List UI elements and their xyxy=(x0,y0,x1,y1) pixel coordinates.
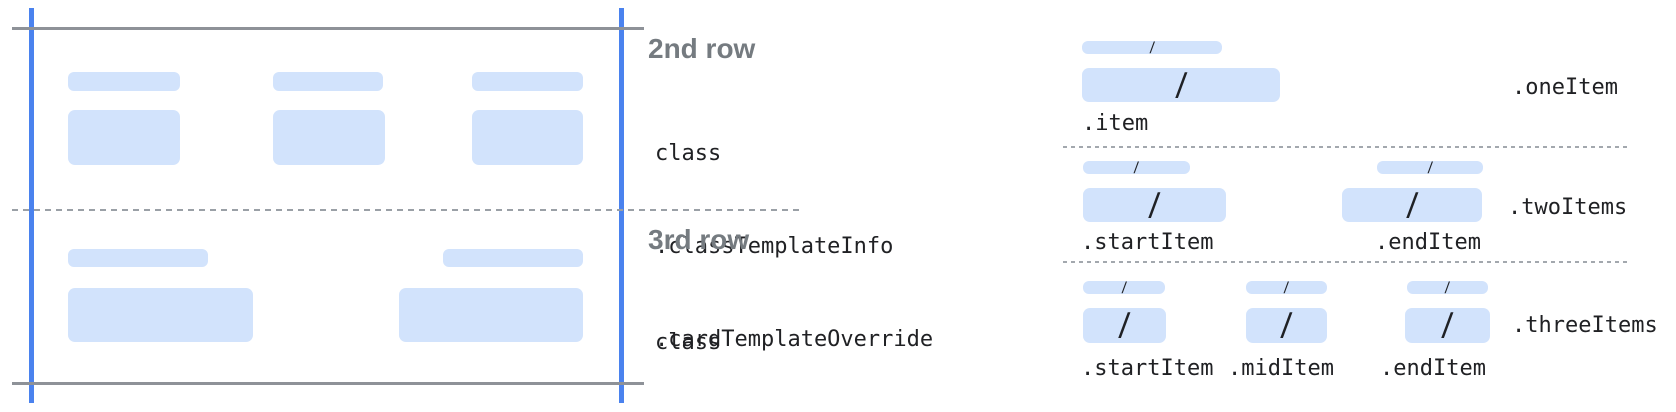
row3-end-item-body-block xyxy=(399,288,583,342)
row3-start-item-title-bar xyxy=(68,249,208,267)
row3-end-item-title-bar xyxy=(443,249,583,267)
slash-icon: / xyxy=(1148,39,1156,56)
row2-mid-item-title-bar xyxy=(273,72,383,91)
threeitems-mid-title-bar: / xyxy=(1246,279,1327,296)
twoitems-start-body-bar: / xyxy=(1083,188,1226,222)
oneitem-name-label: .oneItem xyxy=(1512,75,1618,100)
row2-code-path: class .classTemplateInfo .cardTemplateOv… xyxy=(655,76,973,412)
twoitems-end-title-bar: / xyxy=(1377,159,1483,176)
twoitems-end-body-bar: / xyxy=(1342,188,1482,222)
row2-start-item-body-block xyxy=(68,110,180,165)
oneitem-item-title-bar: / xyxy=(1082,39,1222,56)
legend-divider-dashed-line xyxy=(1063,146,1628,148)
card-bottom-edge-line xyxy=(12,382,644,385)
threeitems-name-label: .threeItems xyxy=(1512,313,1658,338)
threeitems-end-label: .endItem xyxy=(1380,356,1486,381)
row3-start-item-body-block xyxy=(68,288,253,342)
slash-icon: / xyxy=(1404,186,1420,223)
slash-icon: / xyxy=(1283,279,1290,296)
row2-heading: 2nd row xyxy=(648,33,756,64)
slash-icon: / xyxy=(1440,307,1455,343)
row2-mid-item-body-block xyxy=(273,110,385,165)
threeitems-end-title-bar: / xyxy=(1407,279,1488,296)
threeitems-mid-body-bar: / xyxy=(1246,308,1327,343)
slash-icon: / xyxy=(1279,307,1294,343)
slash-icon: / xyxy=(1117,307,1132,343)
legend-divider-dashed-line xyxy=(1063,261,1628,263)
row3-code-path: class .classTemplateInfo .cardTemplateOv… xyxy=(655,265,973,412)
card-right-edge-line xyxy=(619,8,624,403)
row3-heading: 3rd row xyxy=(648,224,750,255)
slash-icon: / xyxy=(1147,186,1162,223)
twoitems-start-label: .startItem xyxy=(1081,230,1214,255)
card-left-edge-line xyxy=(29,8,34,403)
row-divider-dashed-line xyxy=(12,209,804,211)
row2-end-item-title-bar xyxy=(472,72,583,91)
slash-icon: / xyxy=(1133,159,1140,176)
slash-icon: / xyxy=(1173,66,1189,103)
twoitems-name-label: .twoItems xyxy=(1508,195,1628,220)
twoitems-start-title-bar: / xyxy=(1083,159,1190,176)
row3-code-line: class xyxy=(655,330,722,355)
row2-end-item-body-block xyxy=(472,110,583,165)
oneitem-item-body-bar: / xyxy=(1082,68,1280,102)
slash-icon: / xyxy=(1426,159,1434,176)
row2-code-line: .cardTemplateOverride xyxy=(655,327,934,352)
slash-icon: / xyxy=(1444,279,1451,296)
twoitems-end-label: .endItem xyxy=(1375,230,1481,255)
row2-code-line: class xyxy=(655,141,722,166)
row2-code-line: .classTemplateInfo xyxy=(655,234,894,259)
threeitems-start-label: .startItem xyxy=(1081,356,1214,381)
threeitems-start-body-bar: / xyxy=(1083,308,1166,343)
threeitems-end-body-bar: / xyxy=(1405,308,1490,343)
slash-icon: / xyxy=(1120,279,1128,296)
card-top-edge-line xyxy=(12,27,644,30)
threeitems-mid-label: .midItem xyxy=(1228,356,1334,381)
row2-start-item-title-bar xyxy=(68,72,180,91)
threeitems-start-title-bar: / xyxy=(1083,279,1165,296)
oneitem-item-label: .item xyxy=(1082,111,1149,136)
